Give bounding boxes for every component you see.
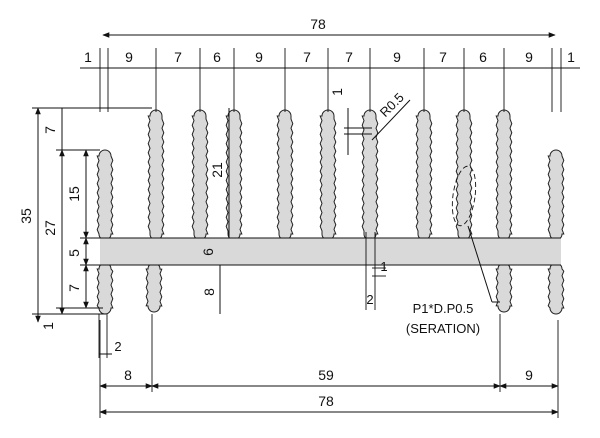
upper-fins bbox=[96, 109, 565, 241]
base-plate-outline bbox=[100, 237, 561, 266]
upper-fin bbox=[96, 149, 114, 241]
dim-fin-height: 21 bbox=[209, 162, 225, 178]
dim-1-left: 1 bbox=[40, 322, 56, 330]
dim-bottom-fin: 8 bbox=[201, 288, 217, 296]
upper-fin bbox=[455, 109, 473, 241]
pitch-label-7: 9 bbox=[393, 49, 401, 65]
lower-fins bbox=[96, 237, 565, 315]
dim-fin-thickness: 2 bbox=[366, 292, 373, 307]
dim-step-1: 1 bbox=[329, 88, 345, 96]
top-dimensions: 78 1 9 7 6 9 7 7 9 7 6 9 1 bbox=[80, 16, 580, 112]
dim-radius: R0.5 bbox=[377, 90, 407, 120]
dim-bottom-right: 9 bbox=[525, 367, 533, 383]
upper-fin bbox=[191, 109, 209, 241]
dim-7-top: 7 bbox=[42, 126, 58, 134]
dim-15: 15 bbox=[66, 186, 82, 202]
dim-upper-height: 27 bbox=[42, 220, 58, 236]
dim-total-height: 35 bbox=[18, 208, 34, 224]
note-line-2: (SERATION) bbox=[406, 321, 480, 336]
pitch-label-6: 7 bbox=[345, 49, 353, 65]
dim-overall-top: 78 bbox=[310, 16, 326, 32]
base-plate-fill bbox=[100, 238, 561, 265]
pitch-label-8: 7 bbox=[439, 49, 447, 65]
pitch-label-3: 6 bbox=[213, 49, 221, 65]
dim-base-thickness: 6 bbox=[200, 248, 216, 256]
dim-bottom-left-small: 2 bbox=[114, 339, 121, 354]
dim-7-bottom: 7 bbox=[66, 284, 82, 292]
serration-note: P1*D.P0.5 (SERATION) bbox=[406, 165, 500, 336]
upper-fin bbox=[361, 109, 379, 241]
left-dimensions: 35 27 7 15 5 7 1 bbox=[18, 107, 152, 330]
pitch-label-4: 9 bbox=[255, 49, 263, 65]
lower-fin bbox=[547, 262, 565, 315]
dim-bottom-left: 8 bbox=[124, 367, 132, 383]
upper-fin bbox=[547, 149, 565, 241]
upper-fin bbox=[225, 109, 243, 241]
pitch-label-11: 1 bbox=[567, 49, 575, 65]
upper-fin bbox=[276, 109, 294, 241]
dim-lower-step: 1 bbox=[380, 259, 387, 274]
pitch-label-1: 9 bbox=[125, 49, 133, 65]
lower-fin bbox=[495, 262, 513, 313]
pitch-label-2: 7 bbox=[174, 49, 182, 65]
pitch-label-10: 9 bbox=[525, 49, 533, 65]
pitch-label-0: 1 bbox=[84, 49, 92, 65]
upper-fin bbox=[415, 109, 433, 241]
dim-overall-bottom: 78 bbox=[318, 393, 334, 409]
pitch-label-5: 7 bbox=[303, 49, 311, 65]
upper-fin bbox=[319, 109, 337, 241]
heatsink-profile bbox=[96, 109, 565, 315]
pitch-label-9: 6 bbox=[479, 49, 487, 65]
dim-5: 5 bbox=[66, 249, 82, 257]
dim-bottom-middle: 59 bbox=[318, 367, 334, 383]
upper-fin bbox=[147, 109, 165, 241]
bottom-dimensions: 8 59 9 78 bbox=[99, 314, 559, 418]
lower-fin bbox=[145, 262, 163, 313]
note-line-1: P1*D.P0.5 bbox=[413, 301, 474, 316]
upper-fin bbox=[495, 109, 513, 241]
lower-fin bbox=[96, 262, 114, 315]
